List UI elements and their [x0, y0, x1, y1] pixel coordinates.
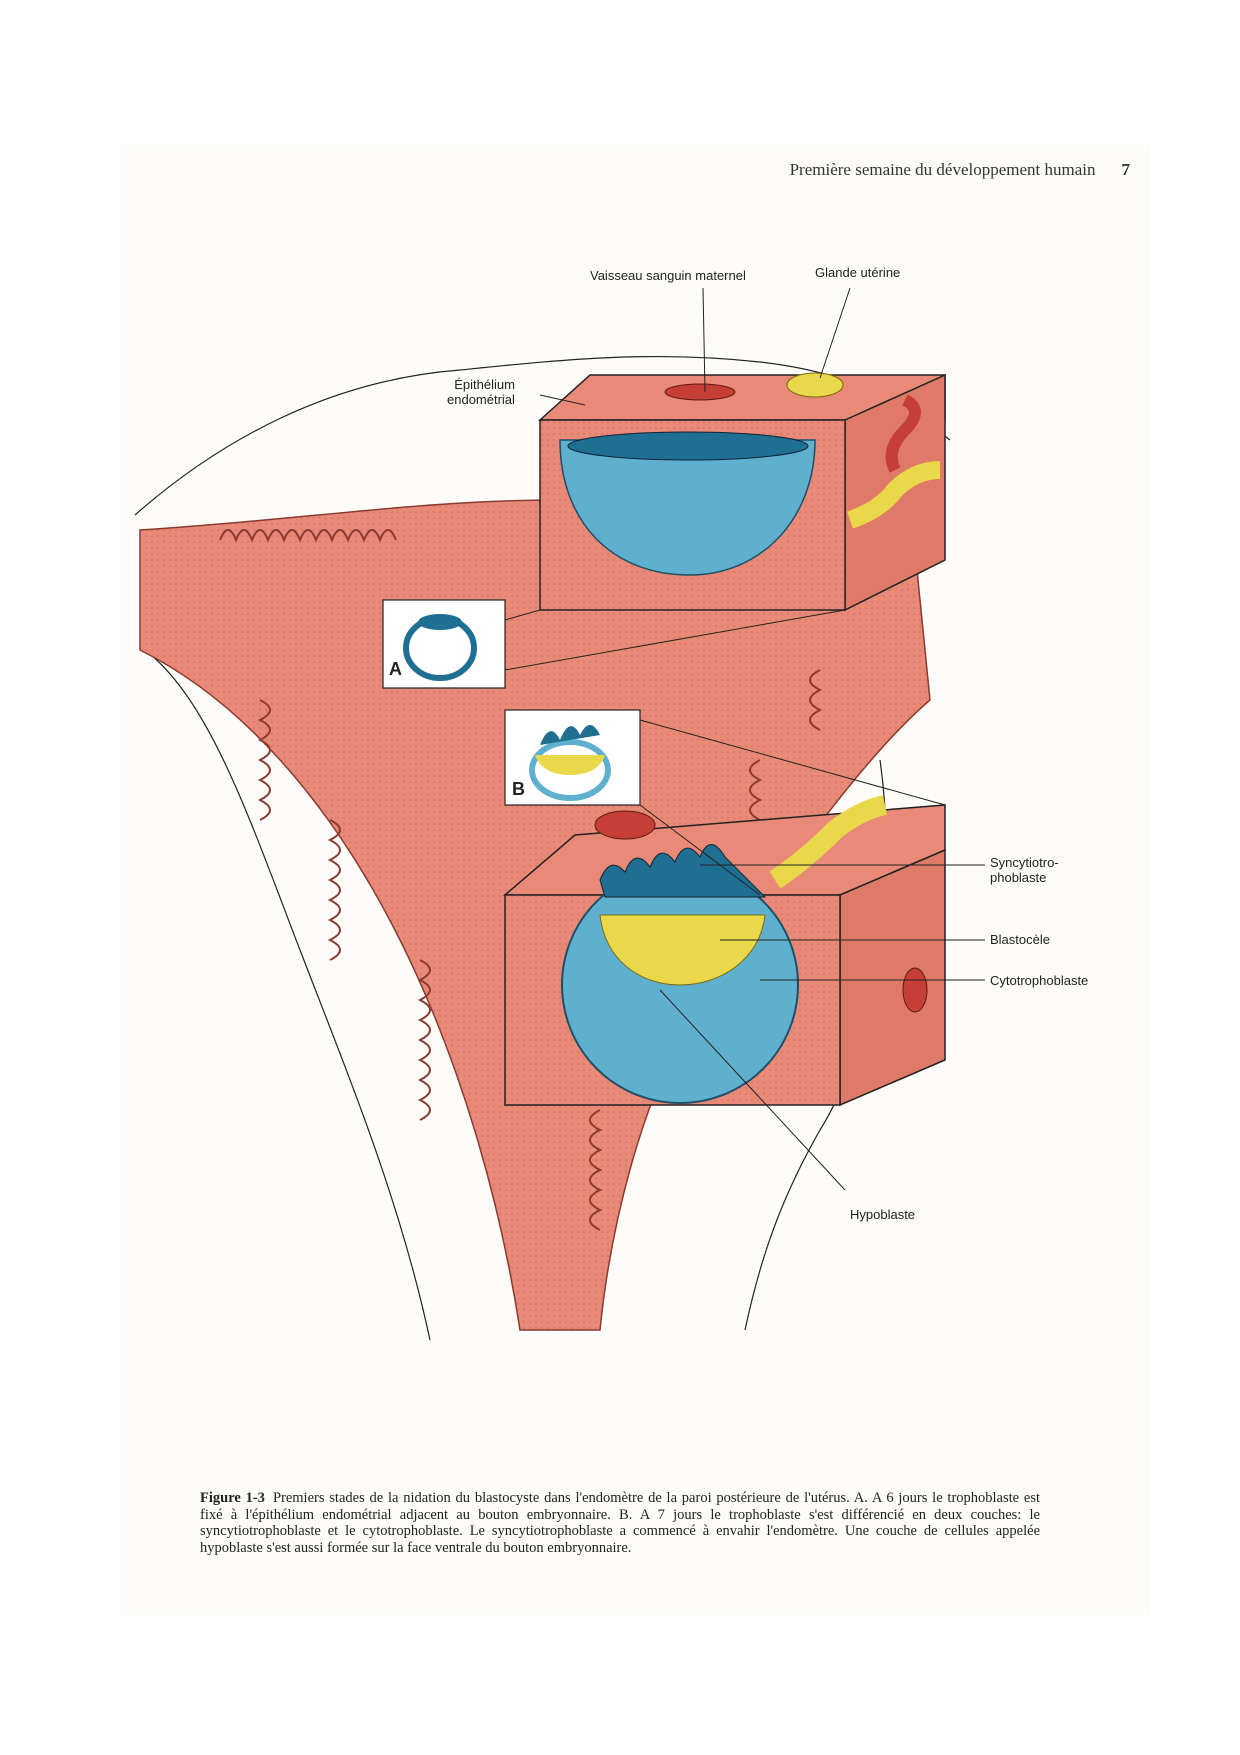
uterine-gland-a: [786, 372, 844, 398]
running-title: Première semaine du développement humain: [789, 160, 1096, 179]
uterine-glands: [219, 529, 823, 1231]
leader-lines: [504, 287, 985, 1191]
label-maternal-vessel: Vaisseau sanguin maternel: [590, 268, 746, 283]
blastocyst-a: [559, 439, 816, 576]
syncytiotrophoblast-b: [599, 844, 767, 898]
side-vessel-b: [902, 967, 928, 1013]
maternal-vessel-a: [664, 383, 736, 401]
inset-b: [504, 709, 641, 806]
side-gland-a: [846, 461, 941, 529]
label-uterine-gland: Glande utérine: [815, 265, 901, 280]
label-cytotrophoblast: Cytotrophoblaste: [990, 973, 1089, 988]
label-endometrial-epithelium: Épithélium endométrial: [447, 377, 515, 407]
hypoblast-yolk-b: [599, 914, 766, 986]
side-vessel-a: [885, 394, 921, 473]
running-header: Première semaine du développement humain…: [120, 160, 1130, 180]
uterus-outline-left: [144, 649, 431, 1341]
page-number: 7: [1121, 160, 1131, 179]
inset-a: [382, 599, 506, 689]
label-blastocele: Blastocèle: [990, 932, 1050, 947]
label-syncytiotrophoblast: Syncytiotro- phoblaste: [990, 855, 1059, 885]
maternal-vessel-b: [594, 810, 656, 840]
caption-text: Premiers stades de la nidation du blasto…: [200, 1490, 1041, 1556]
label-hypoblast: Hypoblaste: [850, 1207, 916, 1222]
figure-number: Figure 1-3: [200, 1490, 265, 1506]
inset-a-letter: A: [389, 659, 402, 679]
block-b: [502, 795, 946, 1107]
block-a: [538, 372, 946, 612]
side-gland-b: [769, 795, 888, 889]
block-b-side: [839, 848, 946, 1107]
embryoblast-a: [567, 431, 809, 461]
inset-b-letter: B: [512, 779, 525, 799]
